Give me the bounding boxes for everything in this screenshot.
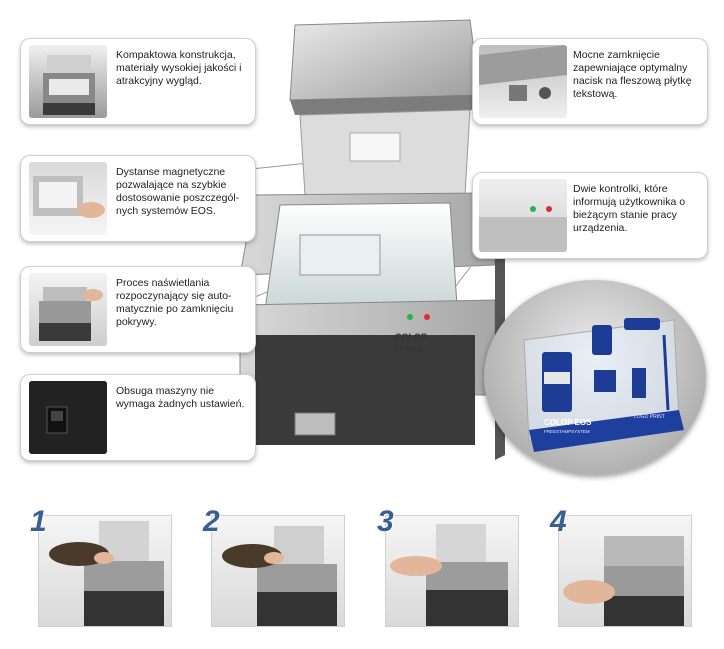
- callout-magnetic-spacers: Dystanse magnetyczne pozwalające na szyb…: [20, 155, 256, 242]
- step-1: 1: [30, 505, 172, 627]
- magnetic-spacers-thumbnail: [29, 162, 107, 235]
- callout-text: Dwie kontrolki, które informują użytkown…: [573, 183, 686, 234]
- machine-brand: COLOP: [395, 332, 427, 342]
- step-number: 4: [550, 505, 567, 538]
- callout-text: Kompaktowa konstrukcja, materiały wysoki…: [116, 49, 242, 87]
- callout-exposure-process: Proces naświetlania rozpoczynający się a…: [20, 266, 256, 353]
- uv-exposure-machine: COLOP FS 8050: [195, 15, 505, 475]
- callout-text: Obsuga maszyny nie wymaga żadnych ustawi…: [116, 385, 245, 410]
- step-4: 4: [550, 505, 692, 627]
- callout-text: Proces naświetlania rozpoczynający się a…: [116, 277, 234, 328]
- compact-machine-thumbnail: [29, 45, 107, 118]
- step-photo: [385, 515, 519, 627]
- callout-text: Mocne zamknięcie zapewniające optymalny …: [573, 49, 692, 100]
- callout-indicator-lights: Dwie kontrolki, które informują użytkown…: [472, 172, 708, 259]
- kit-subtitle: FREESTAMPSYSTEM: [544, 429, 590, 434]
- step-2: 2: [203, 505, 345, 627]
- closure-thumbnail: [479, 45, 567, 118]
- power-switch-thumbnail: [29, 381, 107, 454]
- step-3: 3: [377, 505, 519, 627]
- step-number: 1: [30, 505, 47, 538]
- step-photo: [38, 515, 172, 627]
- step-photo: [558, 515, 692, 627]
- eos-kit-circle: COLOP EOS FREESTAMPSYSTEM LOGO PRINT: [484, 280, 706, 475]
- callout-text: Dystanse magnetyczne pozwalające na szyb…: [116, 166, 240, 217]
- indicator-lights-thumbnail: [479, 179, 567, 252]
- step-photo: [211, 515, 345, 627]
- callout-strong-closure: Mocne zamknięcie zapewniające optymalny …: [472, 38, 708, 125]
- step-number: 2: [203, 505, 220, 538]
- machine-model: FS 8050: [395, 346, 422, 353]
- callout-compact-design: Kompaktowa konstrukcja, materiały wysoki…: [20, 38, 256, 125]
- callout-operation: Obsuga maszyny nie wymaga żadnych ustawi…: [20, 374, 256, 461]
- step-number: 3: [377, 505, 394, 538]
- exposure-thumbnail: [29, 273, 107, 346]
- kit-brand: COLOP EOS: [544, 418, 592, 427]
- kit-tag: LOGO PRINT: [634, 414, 665, 420]
